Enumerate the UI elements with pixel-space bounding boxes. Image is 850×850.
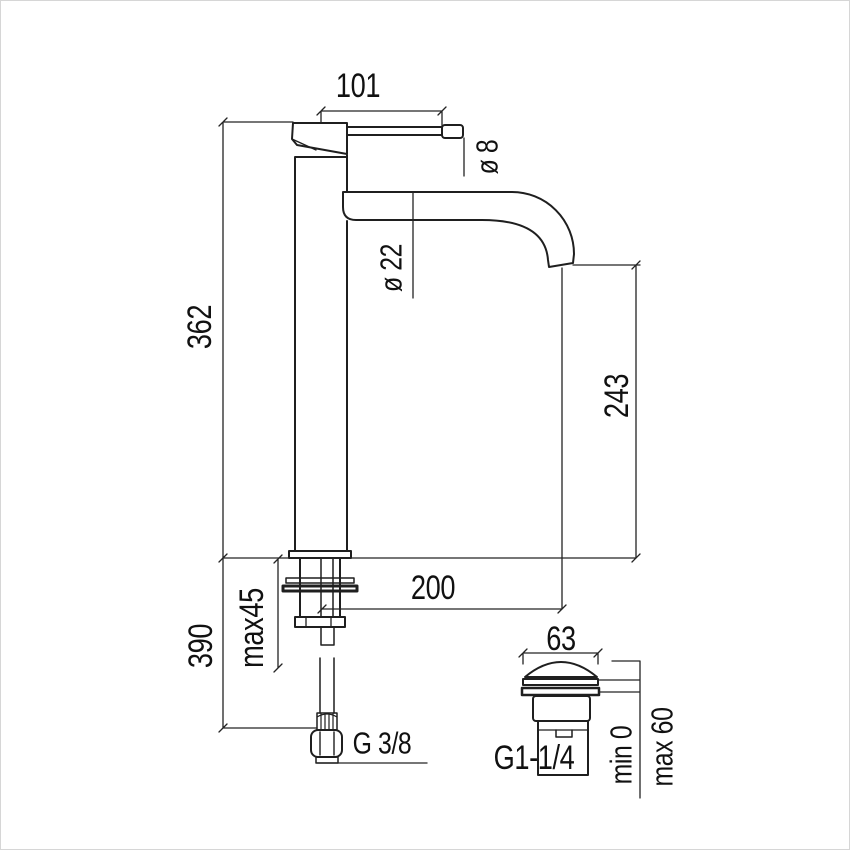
dim-101-label: 101 [335, 67, 381, 105]
faucet-body [294, 154, 348, 552]
mounting-washer-thick [281, 584, 359, 593]
drain-flange [520, 686, 601, 697]
dim-390-label: 390 [182, 623, 220, 669]
drain-neck [532, 695, 591, 722]
dim-63-label: 63 [546, 620, 576, 658]
dim-minmax-lines [597, 660, 641, 799]
countertop-reference-line [222, 553, 641, 563]
drain-threaded-body [537, 720, 589, 776]
dim-390-line [218, 557, 318, 733]
dim-63-line [518, 648, 603, 665]
handle-base-parting-line [291, 138, 317, 151]
thread-g38-label: G 3/8 [352, 725, 412, 761]
dim-max45-line [273, 554, 283, 673]
faucet-outline [281, 122, 575, 764]
dim-max60-label: max 60 [644, 707, 680, 787]
mounting-nut-facets [305, 616, 332, 628]
supply-tube-stub [320, 626, 335, 646]
mounting-washer-thin [285, 577, 355, 584]
supply-hose [319, 657, 335, 714]
spout-outline [342, 191, 575, 268]
dim-min0-label: min 0 [603, 725, 639, 785]
dim-362-label: 362 [181, 304, 219, 350]
thread-g114-label: G1-1/4 [493, 739, 575, 777]
dim-200-line [317, 604, 567, 614]
dim-101-line [316, 106, 447, 133]
handle-lever-rod [346, 126, 443, 136]
drain-dome-cap [524, 661, 598, 678]
dim-362-line [218, 117, 294, 563]
shank-inner-tube [320, 557, 334, 618]
handle-lever-end-cap [441, 124, 464, 139]
dia-22-label: ø 22 [373, 243, 409, 293]
drain-cap-rim [522, 678, 599, 686]
dim-max45-label: max45 [233, 588, 271, 668]
hose-fitting-nut-facets [319, 731, 335, 756]
drain-assembly [520, 661, 601, 776]
drain-body-notch [555, 729, 573, 738]
hose-fitting-collar-ribs [316, 713, 338, 730]
dimension-lines [218, 106, 641, 799]
dim-243-label: 243 [598, 373, 636, 419]
base-flange [288, 550, 352, 559]
dia-8-label: ø 8 [469, 139, 505, 175]
handle-base [291, 122, 348, 155]
mounting-nut [294, 616, 346, 628]
dim-200-label: 200 [410, 569, 456, 607]
dim-243-line [572, 260, 641, 559]
hose-fitting-nut [310, 729, 343, 758]
threaded-shank [299, 557, 341, 618]
